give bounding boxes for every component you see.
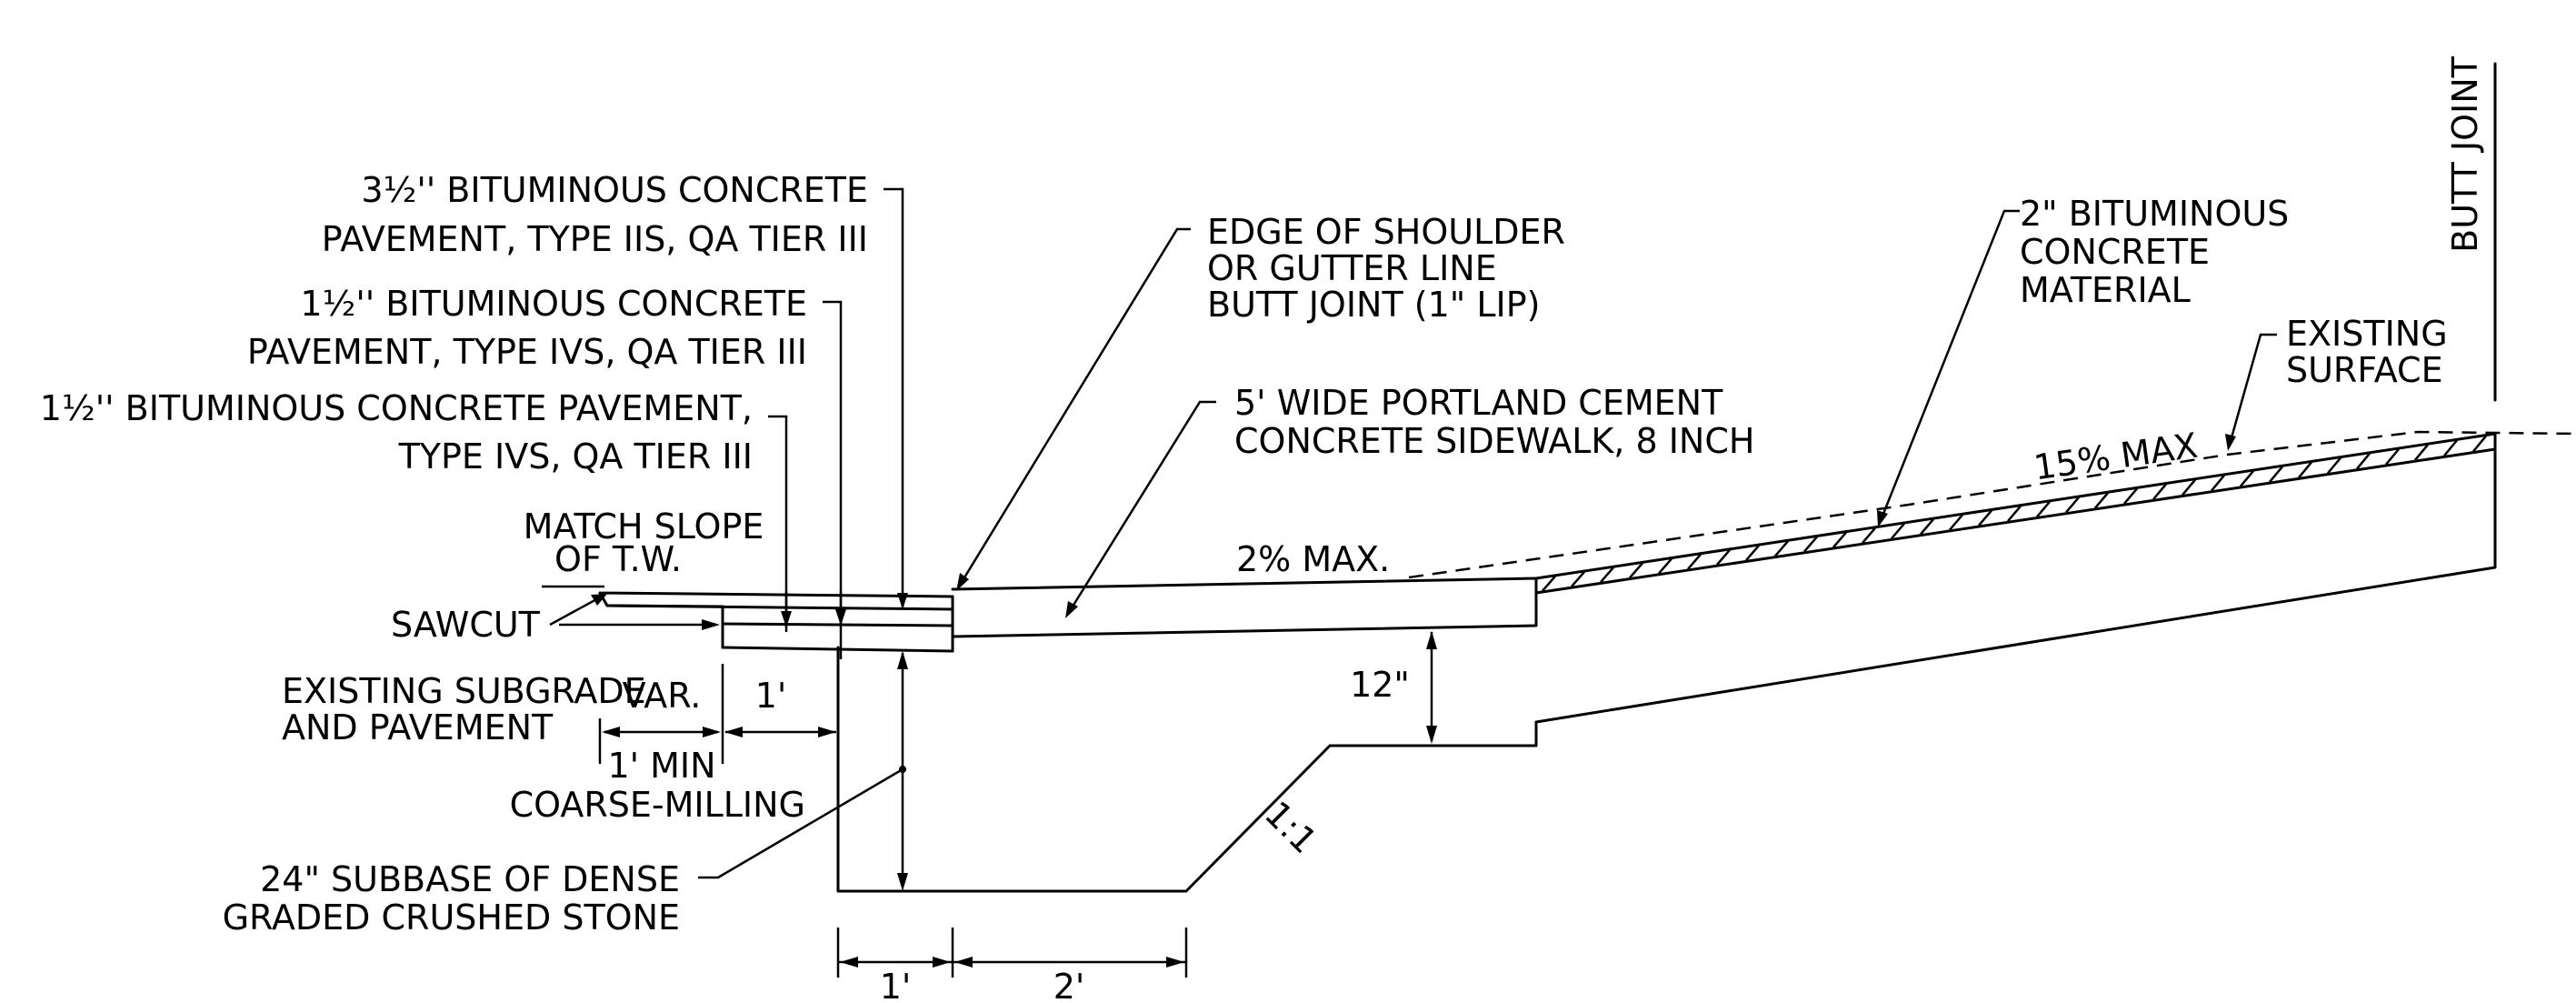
hatch-mark (1862, 527, 1876, 544)
bituminous-wedge (1534, 432, 2497, 595)
hatch-mark (2472, 435, 2487, 453)
hatch-mark (1716, 548, 1731, 566)
label-edge-shoulder-line1: EDGE OF SHOULDER (1207, 212, 1565, 252)
hatch-mark (1687, 553, 1702, 570)
label-existing-surface-line2: SURFACE (2286, 350, 2443, 390)
hatch-mark (2443, 439, 2458, 456)
label-subbase-line2: GRADED CRUSHED STONE (223, 898, 680, 938)
hatch-mark (2182, 478, 2196, 496)
hatch-mark (2123, 487, 2138, 505)
label-var: VAR. (623, 676, 702, 716)
label-butt-joint-vertical: BUTT JOINT (2445, 55, 2485, 252)
label-slope-2pct: 2% MAX. (1236, 539, 1390, 579)
label-subbase-line1: 24" SUBBASE OF DENSE (260, 859, 680, 899)
existing-surface-line (1408, 430, 2576, 579)
label-1-5-bituminous-b-line1: 1½'' BITUMINOUS CONCRETE PAVEMENT, (40, 388, 753, 428)
leader-lines (549, 187, 2277, 879)
hatch-mark (2065, 496, 2080, 514)
label-existing-surface-line1: EXISTING (2286, 314, 2448, 354)
label-1-5-bituminous-b-line2: TYPE IVS, QA TIER III (398, 436, 753, 476)
hatch-mark (1600, 567, 1614, 583)
hatch-mark (1978, 509, 1992, 527)
hatch-mark (2036, 500, 2051, 518)
label-sawcut: SAWCUT (391, 605, 541, 645)
hatch-mark (1774, 540, 1789, 557)
label-bit-material-line1: 2" BITUMINOUS (2020, 194, 2289, 234)
label-slope-1to1: 1:1 (1257, 794, 1324, 861)
hatch-mark (2356, 452, 2371, 470)
hatch-mark (2327, 456, 2341, 475)
labels: 3½'' BITUMINOUS CONCRETE PAVEMENT, TYPE … (40, 55, 2485, 1003)
hatch-mark (2007, 505, 2022, 522)
dimension-lines (598, 591, 1437, 978)
hatch-mark (1542, 575, 1556, 592)
hatch-mark (1949, 514, 1963, 531)
label-sidewalk-line2: CONCRETE SIDEWALK, 8 INCH (1234, 421, 1754, 461)
label-existing-subgrade-line1: EXISTING SUBGRADE (282, 671, 646, 711)
hatch-mark (1920, 518, 1934, 536)
hatch-mark (1658, 557, 1672, 575)
hatch-mark (2385, 448, 2400, 466)
label-dim-12in: 12" (1350, 665, 1410, 705)
subbase-trench (836, 485, 2497, 893)
label-dim-bottom-2ft: 2' (1053, 967, 1085, 1003)
hatch-mark (2094, 492, 2109, 509)
label-edge-shoulder-line2: OR GUTTER LINE (1207, 248, 1497, 288)
label-edge-shoulder-line3: BUTT JOINT (1" LIP) (1207, 285, 1540, 325)
label-match-slope-line1: MATCH SLOPE (524, 507, 764, 547)
label-1-5-bituminous-a-line2: PAVEMENT, TYPE IVS, QA TIER III (247, 332, 807, 372)
label-one-foot: 1' (755, 676, 787, 716)
label-3-5-bituminous-line2: PAVEMENT, TYPE IIS, QA TIER III (322, 219, 868, 259)
label-one-foot-min: 1' MIN (607, 746, 715, 786)
hatch-mark (2152, 483, 2167, 500)
label-bit-material-line2: CONCRETE (2020, 232, 2210, 272)
hatch-mark (1571, 571, 1585, 587)
label-sidewalk-line1: 5' WIDE PORTLAND CEMENT (1234, 383, 1723, 423)
label-3-5-bituminous-line1: 3½'' BITUMINOUS CONCRETE (361, 170, 868, 210)
label-1-5-bituminous-a-line1: 1½'' BITUMINOUS CONCRETE (300, 284, 807, 324)
label-dim-bottom-1ft: 1' (880, 967, 912, 1003)
hatch-mark (1891, 523, 1905, 540)
label-slope-15pct: 15% MAX (2032, 426, 2201, 488)
hatch-mark (1745, 545, 1760, 562)
label-existing-subgrade-line2: AND PAVEMENT (282, 707, 554, 747)
label-bit-material-line3: MATERIAL (2020, 270, 2191, 310)
hatch-mark (1832, 531, 1847, 548)
hatch-mark (2211, 475, 2225, 492)
hatch-mark (2240, 470, 2254, 487)
label-match-slope-line2: OF T.W. (554, 539, 682, 579)
hatch-mark (2298, 461, 2312, 478)
hatch-mark (2414, 444, 2429, 461)
hatch-mark (2269, 466, 2283, 483)
hatch-mark (1629, 562, 1643, 579)
hatch-mark (1803, 536, 1818, 553)
label-coarse-milling: COARSE-MILLING (510, 785, 805, 825)
sidewalk-slab (951, 577, 1538, 638)
